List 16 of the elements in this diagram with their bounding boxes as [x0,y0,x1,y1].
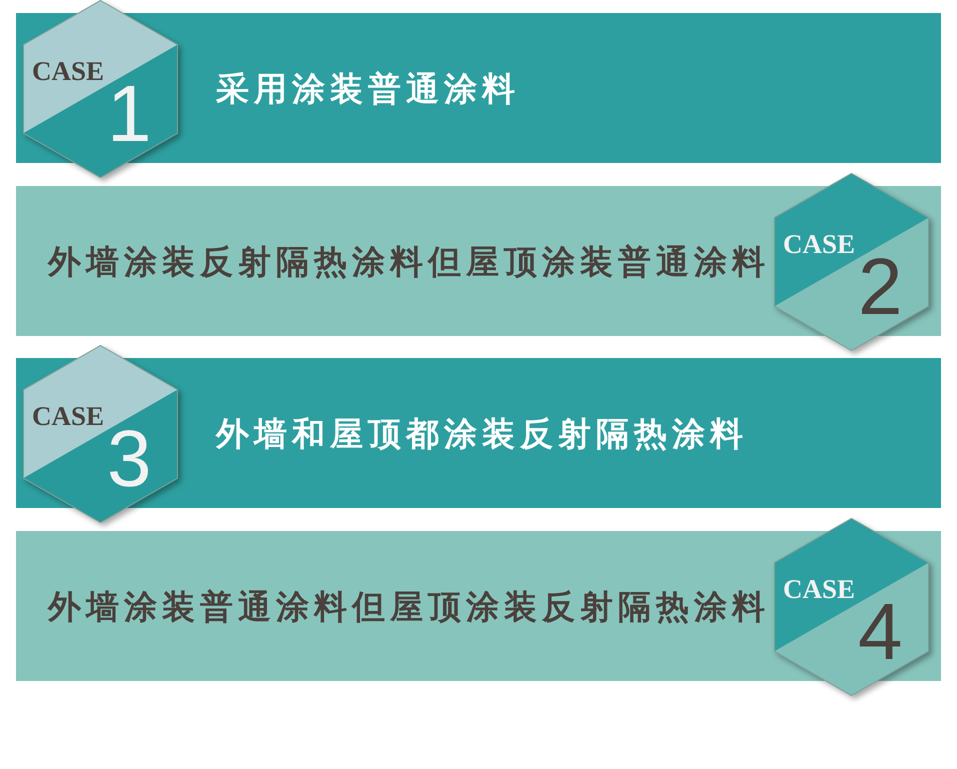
hexagon-badge [774,518,929,696]
hexagon-badge [774,173,929,351]
hexagon-badge [23,345,178,523]
case-number: 1 [107,74,152,154]
case-label: CASE [32,403,104,430]
case-number: 2 [858,247,902,327]
hexagon-badge [23,0,178,178]
case-number: 4 [858,592,902,672]
banner-title: 外墙和屋顶都涂装反射隔热涂料 [216,416,748,450]
case-label: CASE [783,231,856,258]
banner-title: 采用涂装普通涂料 [216,72,520,104]
banner-title: 外墙涂装普通涂料但屋顶涂装反射隔热涂料 [48,590,770,622]
banner-title: 外墙涂装反射隔热涂料但屋顶涂装普通涂料 [48,244,770,278]
case-label: CASE [783,576,856,603]
case-number: 3 [107,419,152,499]
case-label: CASE [32,58,104,85]
